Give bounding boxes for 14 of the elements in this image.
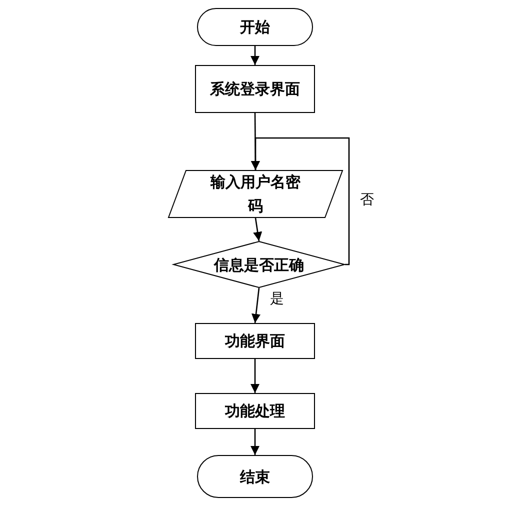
end-terminal: 结束 [197, 455, 313, 498]
input-parallelogram: 输入用户名密码 [168, 170, 343, 218]
arrow [250, 137, 350, 266]
start-terminal: 开始 [197, 8, 313, 46]
arrow [252, 288, 261, 324]
arrow [250, 46, 260, 65]
process-box: 系统登录界面 [195, 65, 315, 113]
process-box: 功能界面 [195, 323, 315, 359]
arrow [250, 429, 260, 455]
decision-diamond: 信息是否正确 [173, 241, 345, 288]
arrow [250, 359, 260, 393]
edge-label: 是 [269, 290, 285, 308]
process-box: 功能处理 [195, 393, 315, 429]
arrow [253, 218, 262, 242]
